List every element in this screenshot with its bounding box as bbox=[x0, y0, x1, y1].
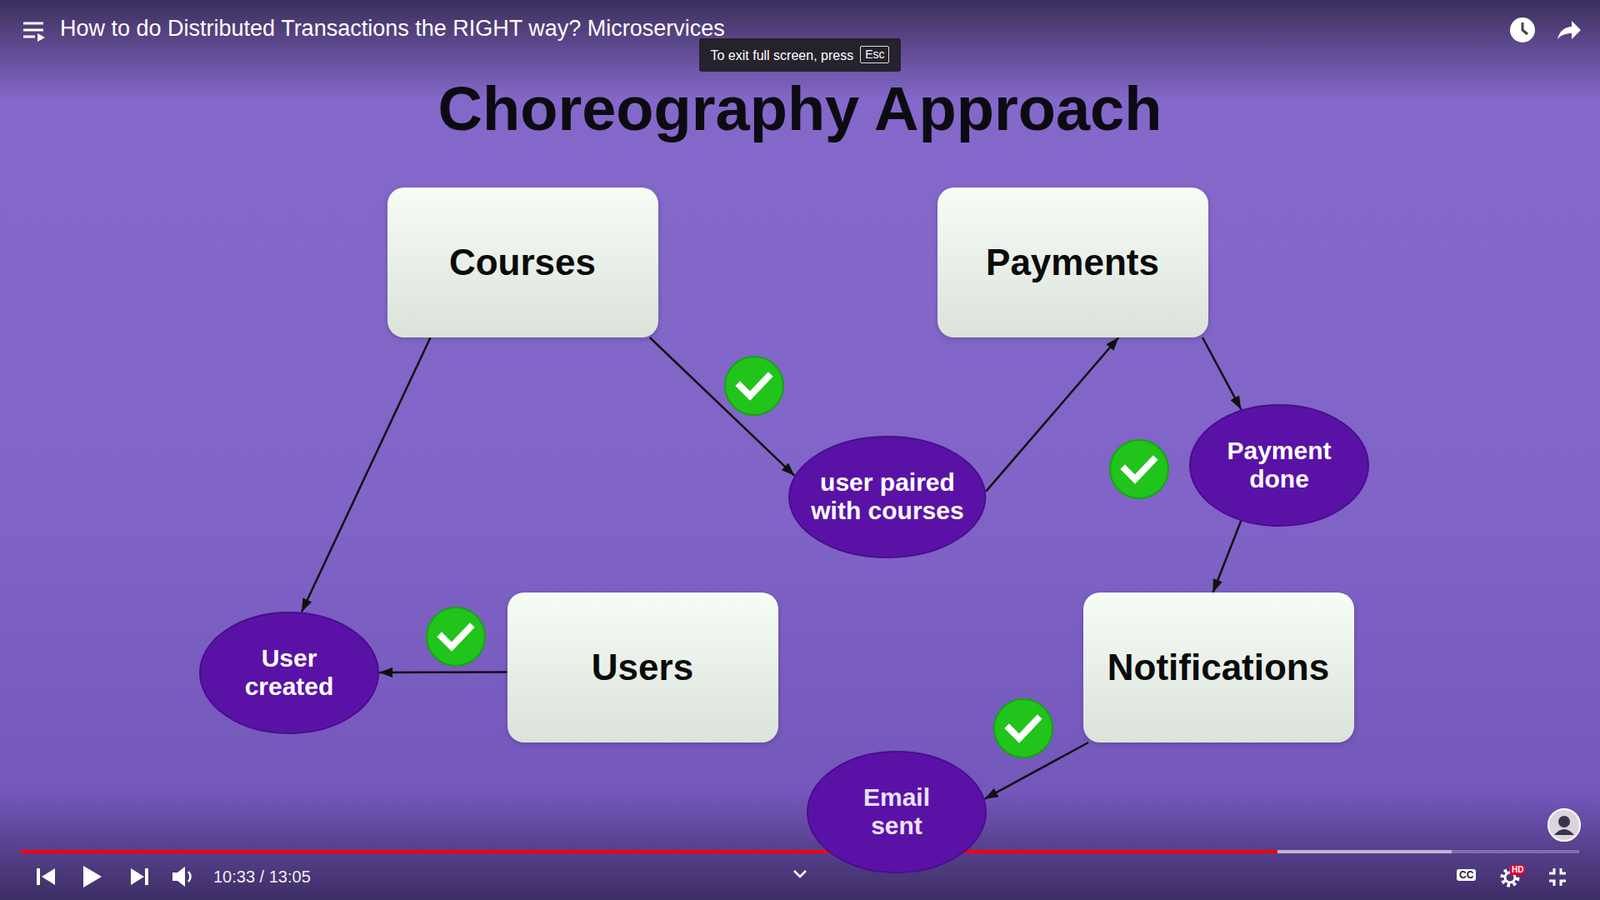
tooltip-text: To exit full screen, press bbox=[710, 47, 855, 64]
clock-hands bbox=[1522, 22, 1528, 35]
check-circle bbox=[725, 356, 784, 415]
node-text-holder: Email sent bbox=[850, 783, 943, 841]
volume-icon bbox=[172, 866, 185, 887]
play-icon bbox=[83, 865, 102, 888]
event-ellipse: User created bbox=[199, 611, 380, 735]
service-name: Courses bbox=[449, 241, 596, 285]
check-circle bbox=[426, 607, 485, 666]
check-tick bbox=[1125, 460, 1154, 480]
check-tick bbox=[441, 627, 470, 647]
ellipse-outline bbox=[1190, 405, 1369, 526]
bottom-shade bbox=[0, 791, 1600, 900]
key-cap: Esc bbox=[860, 45, 890, 64]
event-name: Payment done bbox=[1216, 436, 1342, 495]
event-name: user paired with courses bbox=[801, 468, 973, 526]
menu-line bbox=[23, 35, 35, 39]
video-time: 10:33 / 13:05 bbox=[213, 866, 311, 887]
video-title: How to do Distributed Transactions the R… bbox=[60, 15, 725, 42]
ellipse-outline bbox=[200, 612, 379, 734]
check-mark bbox=[725, 356, 784, 415]
node-text-holder: Payment done bbox=[1216, 436, 1342, 495]
node-text-holder: Payments bbox=[985, 241, 1160, 285]
event-arrow bbox=[379, 670, 508, 674]
service-name: Payments bbox=[985, 241, 1160, 285]
check-circle bbox=[994, 699, 1053, 758]
event-ellipse: Email sent bbox=[806, 750, 987, 874]
progress-played bbox=[20, 850, 1278, 854]
menu-line bbox=[23, 29, 44, 32]
cc-icon: CC bbox=[1456, 869, 1476, 881]
share-icon bbox=[1557, 20, 1581, 40]
prev-icon bbox=[41, 868, 55, 885]
check-tick bbox=[740, 376, 769, 396]
ellipse-outline bbox=[807, 751, 986, 873]
hd-badge: HD bbox=[1510, 865, 1525, 875]
node-text-holder: User created bbox=[235, 644, 344, 702]
avatar-head bbox=[1558, 815, 1570, 828]
progress-buffer bbox=[20, 850, 1452, 854]
check-tick bbox=[1009, 719, 1038, 739]
service-name: Users bbox=[591, 646, 694, 690]
check-mark bbox=[994, 699, 1053, 758]
menu-icon bbox=[23, 23, 44, 37]
prev-icon-bar bbox=[36, 868, 40, 885]
fullscreen-exit-icon bbox=[1549, 868, 1566, 886]
slide-title: Choreography Approach bbox=[0, 75, 1600, 143]
event-arrow bbox=[1202, 337, 1241, 410]
volume-wave bbox=[188, 871, 191, 882]
service-box: Notifications bbox=[1083, 592, 1355, 743]
service-box: Payments bbox=[937, 187, 1209, 338]
event-ellipse: Payment done bbox=[1189, 404, 1370, 527]
ellipse-outline bbox=[789, 436, 985, 558]
clock-icon bbox=[1510, 17, 1535, 43]
event-arrow bbox=[650, 337, 795, 476]
node-text-holder: Courses bbox=[449, 241, 596, 285]
channel-avatar bbox=[1548, 809, 1580, 841]
event-arrow bbox=[985, 742, 1089, 800]
event-name: User created bbox=[235, 644, 344, 702]
avatar-body bbox=[1554, 829, 1575, 835]
node-text-holder: user paired with courses bbox=[801, 468, 973, 526]
node-text-holder: Users bbox=[591, 646, 694, 690]
next-icon bbox=[130, 868, 145, 885]
check-mark bbox=[1110, 440, 1169, 499]
service-name: Notifications bbox=[1107, 646, 1330, 690]
event-name: Email sent bbox=[850, 783, 943, 841]
service-box: Courses bbox=[387, 187, 659, 338]
check-mark bbox=[426, 607, 485, 666]
next-icon-bar bbox=[145, 868, 149, 885]
event-arrow bbox=[301, 337, 430, 612]
node-text-holder: Notifications bbox=[1107, 646, 1330, 690]
menu-play-icon bbox=[37, 33, 45, 42]
event-arrow bbox=[1213, 520, 1242, 593]
chevron-icon bbox=[794, 870, 806, 877]
event-ellipse: user paired with courses bbox=[788, 435, 986, 559]
service-box: Users bbox=[507, 592, 779, 743]
menu-line bbox=[23, 22, 44, 25]
progress-track bbox=[20, 850, 1580, 854]
check-circle bbox=[1110, 440, 1169, 499]
event-arrow bbox=[985, 337, 1119, 492]
